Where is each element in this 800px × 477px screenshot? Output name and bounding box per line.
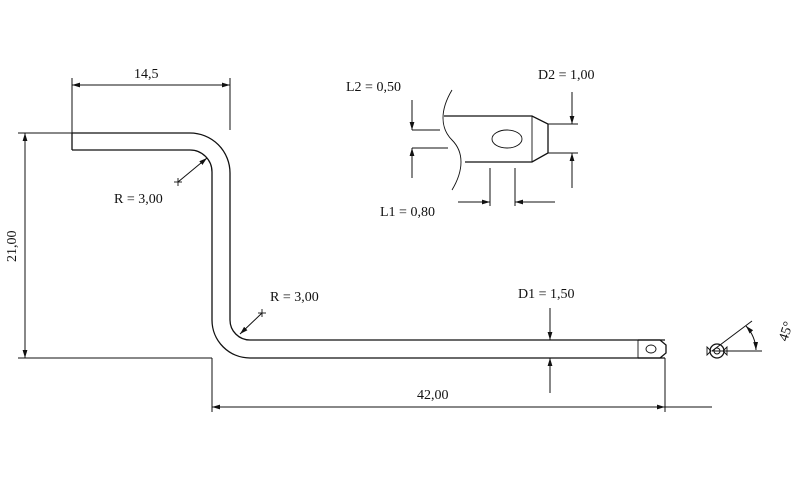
dim-radius-2: R = 3,00 [239,290,319,335]
dim-top-length: 14,5 [71,67,231,133]
dim-radius-2-label: R = 3,00 [270,290,319,305]
detail-break-line [442,89,462,191]
detail-view: L2 = 0,50 D2 = 1,00 L1 = 0,80 [346,68,595,220]
detail-body [444,115,549,163]
dim-height-label: 21,00 [5,231,20,263]
dim-bottom-length: 42,00 [211,358,712,412]
dim-diameter-d1-label: D1 = 1,50 [518,287,575,302]
dim-detail-l2: L2 = 0,50 [346,80,448,178]
section-angle-arc [745,325,759,351]
bent-rod [71,132,667,359]
dim-bottom-length-label: 42,00 [417,388,449,403]
section-angle-label: 45° [777,320,797,343]
dim-detail-d2: D2 = 1,00 [538,68,595,188]
dim-detail-d2-label: D2 = 1,00 [538,68,595,83]
dim-top-length-label: 14,5 [134,67,159,82]
rod-end-hole [645,344,657,354]
section-angle-line [711,320,753,352]
rod-right-end [638,339,667,359]
dim-detail-l1-label: L1 = 0,80 [380,205,435,220]
dim-height: 21,00 [5,132,212,359]
rod-outer-contour [72,132,665,341]
dim-detail-l2-label: L2 = 0,50 [346,80,401,95]
detail-hole [491,129,523,149]
dim-radius-1: R = 3,00 [114,157,208,207]
dim-diameter-d1: D1 = 1,50 [518,287,575,393]
rod-inner-contour [72,149,665,359]
section-view: 45° [706,320,797,359]
dim-radius-1-label: R = 3,00 [114,192,163,207]
dim-detail-l1: L1 = 0,80 [380,168,555,220]
